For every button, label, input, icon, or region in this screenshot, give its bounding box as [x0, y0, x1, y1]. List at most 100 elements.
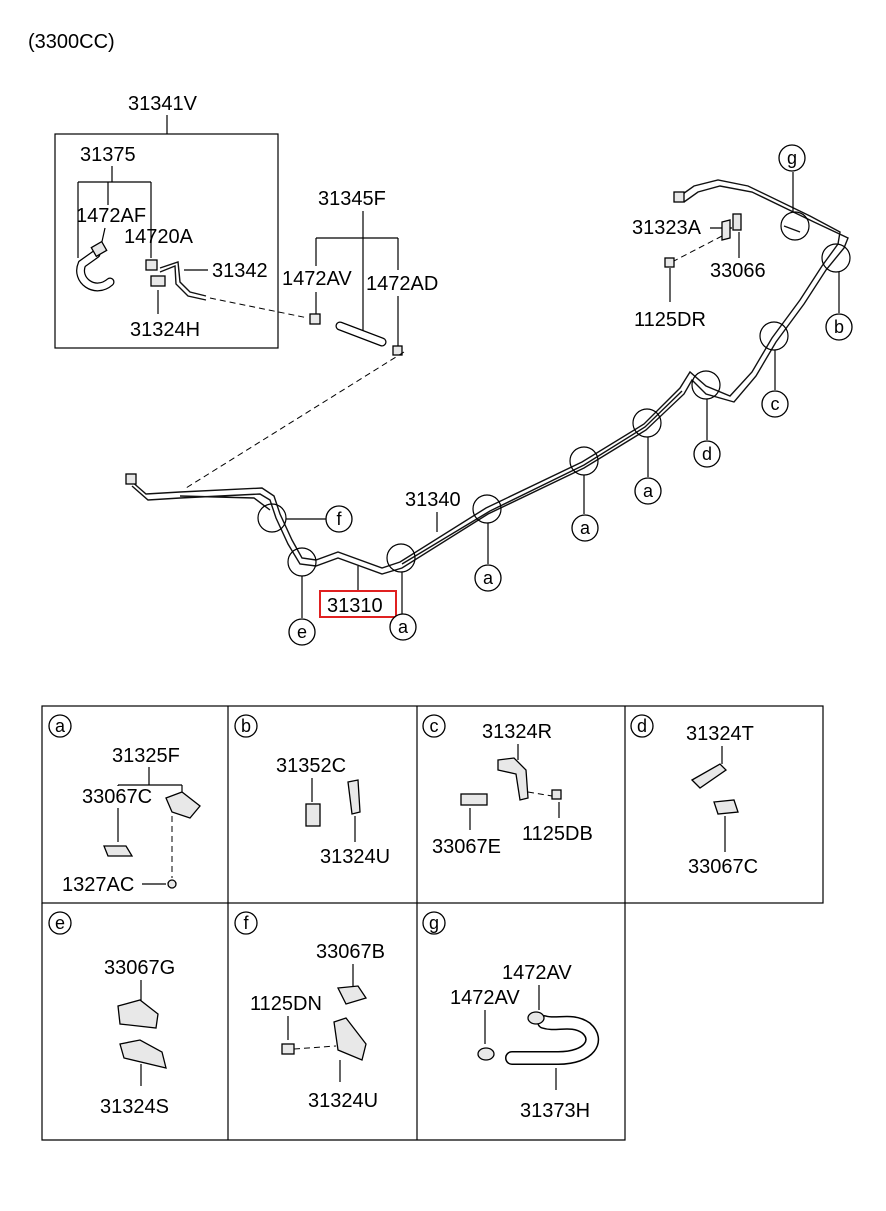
part-label-31342[interactable]: 31342	[212, 260, 268, 282]
clamp-g-1-part	[527, 1011, 545, 1025]
kit-31341v-box	[54, 133, 279, 349]
svg-text:a: a	[580, 518, 591, 538]
kit-clamp-1	[90, 240, 108, 258]
detail-b-letter: b	[241, 716, 251, 736]
clip-33066-part	[732, 213, 742, 231]
bracket-31325f-part	[165, 791, 201, 819]
callout-zones: f e a a a a d c	[257, 144, 853, 646]
tube-end-right	[673, 191, 685, 203]
detail-d-letter: d	[637, 716, 647, 736]
detail-f-letter: f	[243, 913, 249, 933]
clip-33067c-d-part	[713, 799, 739, 815]
part-label-1125db[interactable]: 1125DB	[522, 823, 593, 845]
part-label-33067e[interactable]: 33067E	[432, 836, 501, 858]
part-label-1472ad[interactable]: 1472AD	[366, 273, 438, 295]
bracket-31324u-b-part	[347, 779, 361, 815]
detail-g-letter: g	[429, 913, 439, 933]
detail-d: d 31324T 33067C	[630, 714, 758, 878]
part-label-31340[interactable]: 31340	[405, 489, 461, 511]
callout-a-4[interactable]	[634, 477, 662, 505]
part-label-33066[interactable]: 33066	[710, 260, 766, 282]
callout-d[interactable]	[693, 440, 721, 468]
callout-g[interactable]	[778, 144, 806, 172]
detail-e-letter: e	[55, 913, 65, 933]
part-label-1472av-top[interactable]: 1472AV	[282, 268, 352, 290]
bolt-1125dr-part	[664, 257, 675, 268]
kit-31341v-group: 31341V 31375 1472AF 14720A 31342 31324H	[54, 93, 279, 349]
highlight-box-31310	[319, 590, 397, 618]
clip-31324h	[150, 275, 166, 287]
callout-c[interactable]	[761, 390, 789, 418]
tube-end-left	[125, 473, 137, 485]
clip-33067c-a-part	[103, 845, 134, 857]
part-label-31323a[interactable]: 31323A	[632, 217, 702, 239]
callout-b[interactable]	[825, 313, 853, 341]
bolt-1125dn-part	[281, 1043, 295, 1055]
part-label-31324s[interactable]: 31324S	[100, 1096, 169, 1118]
svg-text:g: g	[787, 148, 797, 168]
hose-kit-31345f-group: 31345F 1472AV 1472AD	[185, 188, 438, 489]
bracket-31324r-part	[497, 757, 529, 801]
svg-text:a: a	[398, 617, 409, 637]
bracket-31323a-part	[721, 219, 731, 241]
detail-a-letter: a	[55, 716, 66, 736]
part-label-33067b[interactable]: 33067B	[316, 941, 385, 963]
bracket-31324u-f-part	[333, 1017, 367, 1061]
bolt-1125db-part	[551, 789, 562, 800]
part-label-31324h[interactable]: 31324H	[130, 319, 200, 341]
clamp-1472ad-part	[392, 345, 403, 356]
detail-f: f 33067B 1125DN 31324U	[234, 911, 385, 1112]
part-label-33067g[interactable]: 33067G	[104, 957, 175, 979]
upper-right-parts: 31323A 33066 1125DR	[632, 213, 766, 331]
callout-e[interactable]	[288, 618, 316, 646]
part-label-14720a[interactable]: 14720A	[124, 226, 194, 248]
part-label-1327ac[interactable]: 1327AC	[62, 874, 134, 896]
part-label-31324t[interactable]: 31324T	[686, 723, 754, 745]
part-label-1472av-g2[interactable]: 1472AV	[450, 987, 520, 1009]
clamp-g-2-part	[477, 1047, 495, 1061]
part-label-31341v[interactable]: 31341V	[128, 93, 198, 115]
part-label-31324r[interactable]: 31324R	[482, 721, 552, 743]
svg-text:a: a	[643, 481, 654, 501]
part-label-31324u-f[interactable]: 31324U	[308, 1090, 378, 1112]
svg-text:c: c	[771, 394, 780, 414]
svg-text:b: b	[834, 317, 844, 337]
part-label-1125dr[interactable]: 1125DR	[634, 309, 706, 331]
clip-33067b-part	[336, 985, 368, 1005]
svg-text:d: d	[702, 444, 712, 464]
clamp-1472av-part	[309, 313, 321, 325]
svg-text:e: e	[297, 622, 307, 642]
part-label-33067c-a[interactable]: 33067C	[82, 786, 152, 808]
detail-e: e 33067G 31324S	[48, 911, 175, 1118]
part-label-31352c[interactable]: 31352C	[276, 755, 346, 777]
bracket-31324t-part	[690, 763, 728, 789]
clip-33067e-part	[460, 793, 488, 806]
nut-1327ac-part	[167, 879, 177, 889]
part-label-1472af[interactable]: 1472AF	[76, 205, 146, 227]
svg-text:a: a	[483, 568, 494, 588]
part-label-33067c-d[interactable]: 33067C	[688, 856, 758, 878]
detail-b: b 31352C 31324U	[234, 714, 390, 868]
main-fuel-tube	[125, 179, 849, 575]
part-label-1472av-g1[interactable]: 1472AV	[502, 962, 572, 984]
bracket-31324s-part	[119, 1039, 167, 1069]
callout-a-3[interactable]	[571, 514, 599, 542]
part-label-31345f[interactable]: 31345F	[318, 188, 386, 210]
svg-text:f: f	[336, 509, 342, 529]
detail-c: c 31324R 1125DB 33067E	[422, 714, 593, 858]
part-label-31310[interactable]: 31310	[327, 595, 383, 617]
detail-grid	[41, 705, 824, 1141]
callout-a-1[interactable]	[389, 613, 417, 641]
part-label-31325f[interactable]: 31325F	[112, 745, 180, 767]
clip-31352c-part	[305, 803, 321, 827]
clip-33067g-part	[117, 999, 159, 1029]
part-label-31324u-b[interactable]: 31324U	[320, 846, 390, 868]
part-label-1125dn[interactable]: 1125DN	[250, 993, 322, 1015]
callout-a-2[interactable]	[474, 564, 502, 592]
callout-f[interactable]	[325, 505, 353, 533]
part-label-31375[interactable]: 31375	[80, 144, 136, 166]
detail-c-letter: c	[430, 716, 439, 736]
kit-clamp-2	[145, 259, 158, 271]
part-label-31373h[interactable]: 31373H	[520, 1100, 590, 1122]
